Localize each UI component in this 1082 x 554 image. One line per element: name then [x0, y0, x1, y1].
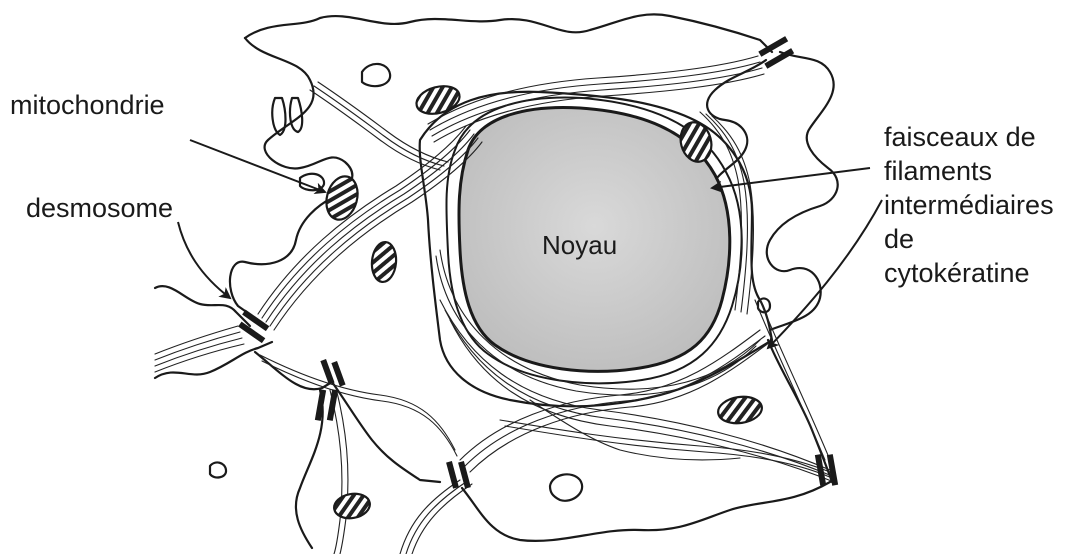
mitochondrion: [370, 241, 397, 283]
vesicle: [272, 98, 285, 135]
mitochondrion: [413, 82, 462, 119]
desmosome-top-right: [759, 37, 793, 68]
label-filaments-line: cytokératine: [884, 256, 1054, 290]
label-filaments-line: intermédiaires: [884, 188, 1054, 222]
desmosome-bottom: [447, 462, 471, 488]
label-filaments-line: filaments: [884, 154, 1054, 188]
cell-membrane-left: [155, 286, 250, 326]
label-filaments-line: faisceaux de: [884, 120, 1054, 154]
vesicle: [210, 463, 226, 478]
cell-membrane-right-lower: [768, 340, 832, 482]
label-noyau: Noyau: [542, 230, 617, 261]
label-desmosome: desmosome: [26, 195, 173, 222]
vesicle: [362, 64, 390, 86]
arrow-desmosome: [178, 222, 230, 298]
cell-membrane-right: [767, 52, 838, 330]
cell-membrane-bottom: [462, 482, 830, 541]
label-mitochondrie: mitochondrie: [10, 92, 165, 119]
cell-membrane-top: [245, 14, 772, 52]
desmosome-bottom-left: [315, 390, 337, 420]
label-filaments: faisceaux de filaments intermédiaires de…: [884, 120, 1054, 290]
mitochondrion: [332, 491, 372, 521]
label-filaments-line: de: [884, 222, 1054, 256]
cell-membrane-right-upper: [707, 60, 766, 185]
mitochondrion: [322, 173, 362, 223]
vesicle: [550, 474, 582, 500]
mitochondrion: [716, 394, 763, 426]
